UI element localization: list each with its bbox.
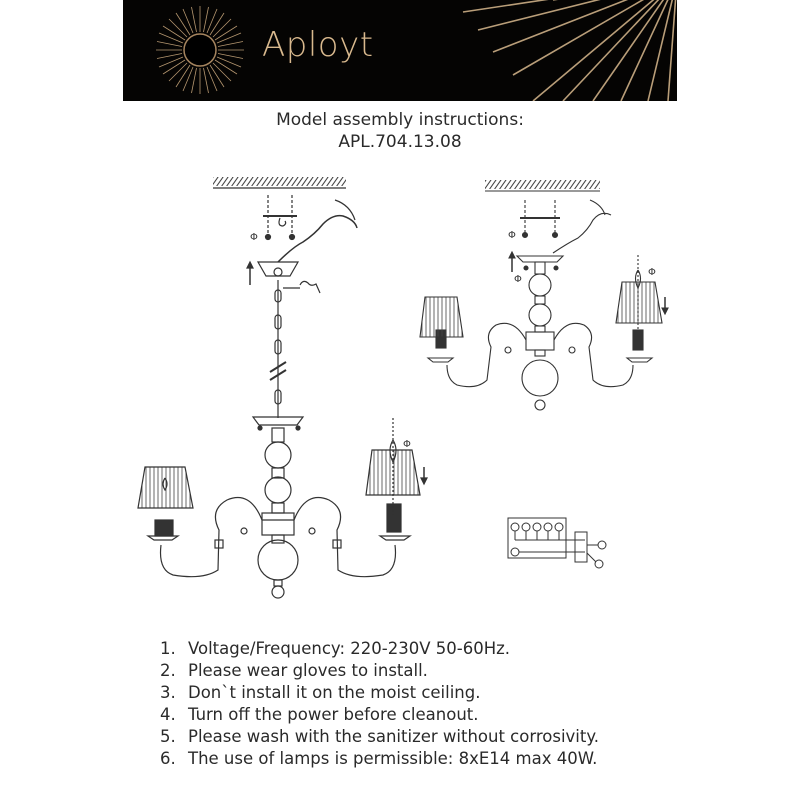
- chandelier-assembly-rod-diagram: Φ Φ Φ: [419, 180, 669, 411]
- sunburst-logo-icon: [156, 0, 677, 101]
- instruction-item: 5.Please wash with the sanitizer without…: [160, 727, 600, 746]
- document-title: Model assembly instructions:: [276, 110, 524, 130]
- terminal-block-wiring-diagram: [507, 517, 607, 569]
- svg-text:Φ: Φ: [514, 274, 522, 285]
- instruction-item: 1.Voltage/Frequency: 220-230V 50-60Hz.: [160, 639, 511, 658]
- instruction-item: 6.The use of lamps is permissible: 8xE14…: [160, 749, 598, 768]
- svg-text:Φ: Φ: [250, 232, 258, 243]
- model-number: APL.704.13.08: [338, 132, 462, 152]
- chandelier-assembly-chain-diagram: Φ: [137, 177, 669, 599]
- svg-text:Φ: Φ: [403, 439, 411, 450]
- instruction-item: 4.Turn off the power before cleanout.: [160, 705, 479, 724]
- brand-name: Aployt: [262, 25, 374, 65]
- instruction-item: 3.Don`t install it on the moist ceiling.: [160, 683, 481, 702]
- svg-text:Φ: Φ: [648, 267, 656, 278]
- brand-header: Aployt: [123, 0, 677, 101]
- instructions-list: 1.Voltage/Frequency: 220-230V 50-60Hz. 2…: [160, 638, 599, 770]
- svg-text:Φ: Φ: [508, 230, 516, 241]
- instruction-item: 2.Please wear gloves to install.: [160, 661, 428, 680]
